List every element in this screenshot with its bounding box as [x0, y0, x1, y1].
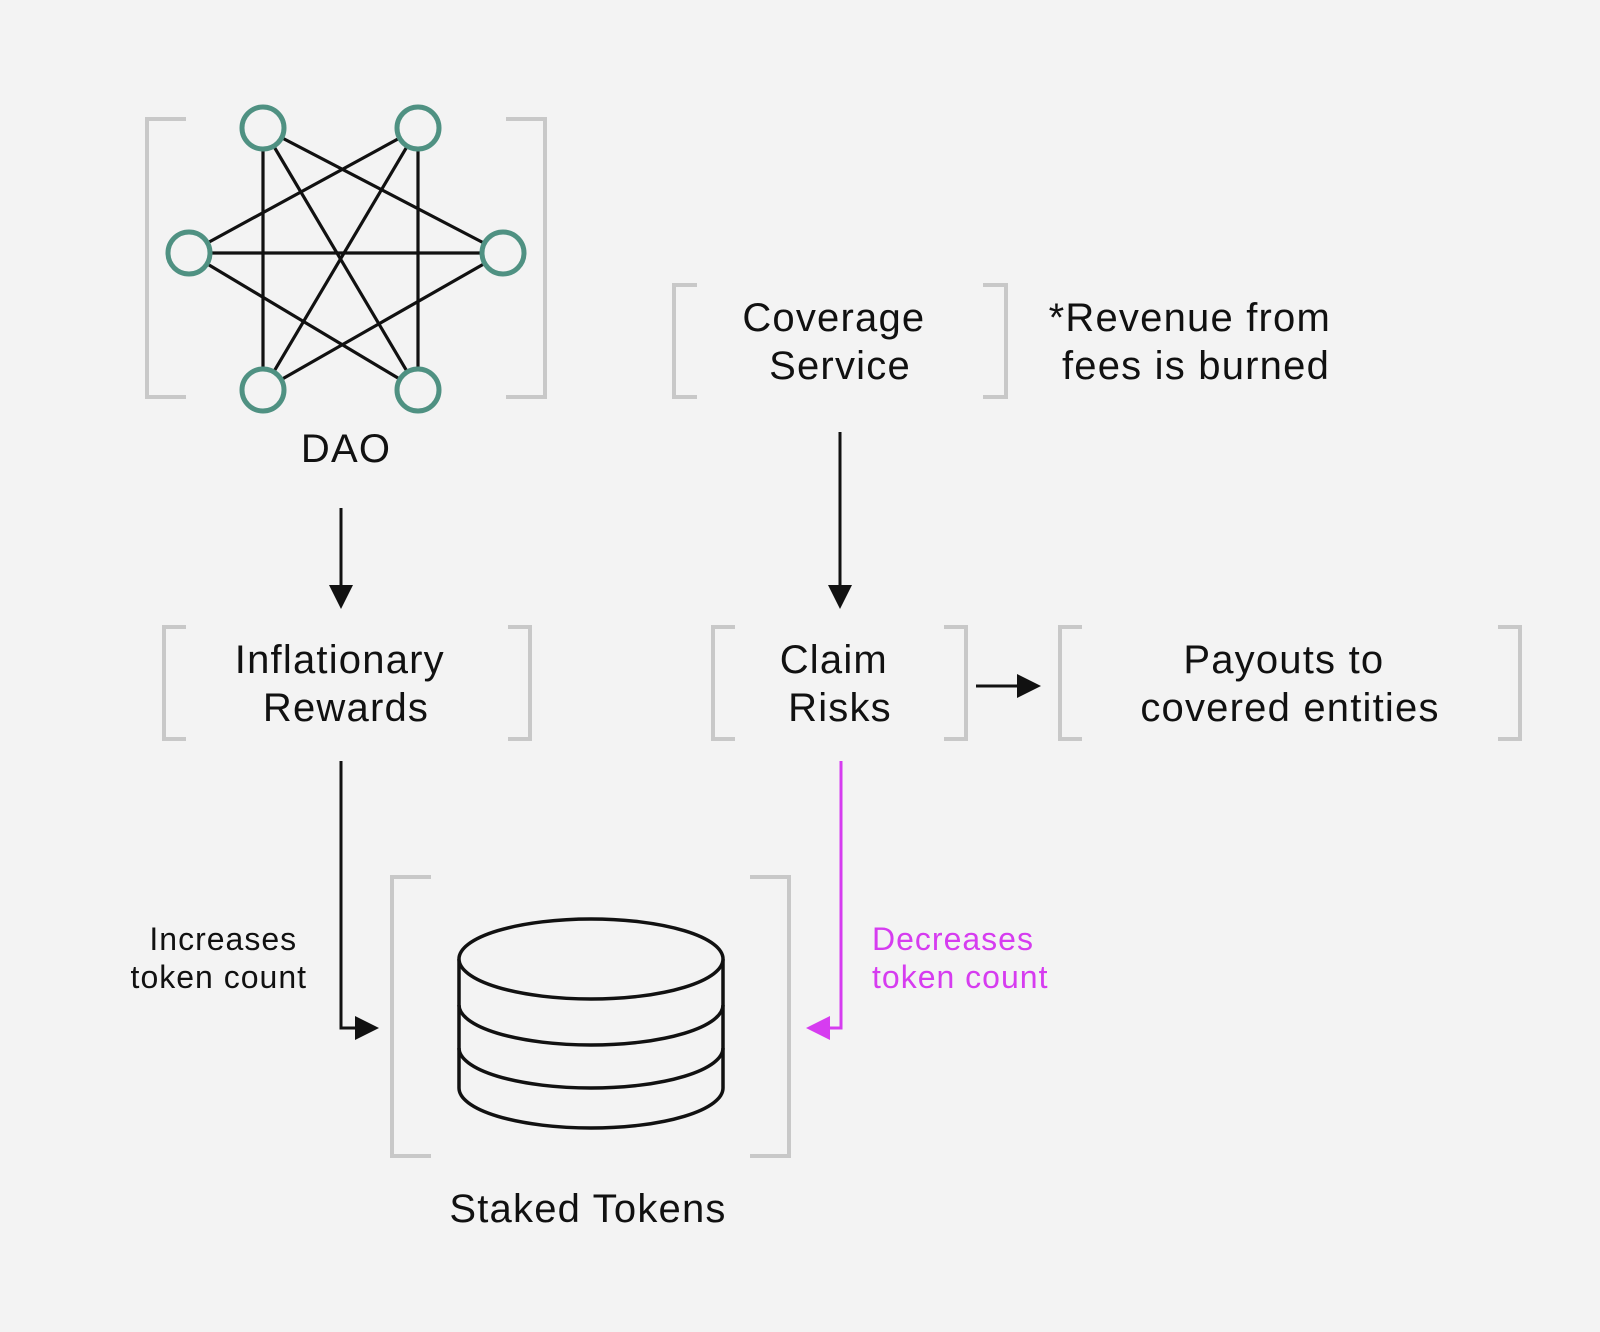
decreases-line-1: Decreases — [872, 921, 1034, 957]
staked-tokens-label: Staked Tokens — [449, 1187, 726, 1231]
coverage-bracket-right — [983, 283, 1008, 399]
dao-bracket-right — [506, 117, 547, 399]
dao-node — [165, 229, 213, 277]
payouts-label: Payouts to covered entities — [1140, 638, 1439, 730]
increases-line-1: Increases — [149, 921, 297, 957]
database-band-lower — [457, 1047, 725, 1090]
coverage-service-label: Coverage Service — [742, 296, 937, 388]
dao-node — [394, 104, 442, 152]
claim-bracket-left — [711, 625, 735, 741]
flow-arrows — [329, 432, 1041, 1040]
dao-node — [394, 366, 442, 414]
revenue-note-line-1: *Revenue from — [1049, 296, 1331, 340]
rewards-to-tokens-arrow — [339, 761, 379, 1040]
coverage-service-line-2: Service — [769, 344, 911, 388]
dao-node — [479, 229, 527, 277]
dao-group: DAO — [145, 104, 547, 471]
increases-line-2: token count — [131, 959, 307, 995]
decreases-line-2: token count — [872, 959, 1048, 995]
claim-risks-line-2: Risks — [788, 686, 892, 730]
claim-risks-line-1: Claim — [780, 638, 888, 682]
network-graph-edges — [188, 126, 504, 392]
coverage-service-line-1: Coverage — [742, 296, 925, 340]
payouts-box: Payouts to covered entities — [1058, 625, 1522, 741]
dao-label: DAO — [301, 427, 391, 471]
revenue-note: *Revenue from fees is burned — [1049, 296, 1344, 388]
payouts-line-1: Payouts to — [1183, 638, 1384, 682]
coverage-bracket-left — [672, 283, 697, 399]
claim-risks-label: Claim Risks — [780, 638, 901, 730]
dao-node — [239, 366, 287, 414]
inflationary-rewards-label: Inflationary Rewards — [235, 638, 457, 730]
database-band-upper — [457, 1004, 725, 1047]
rewards-line-1: Inflationary — [235, 638, 445, 682]
claim-to-tokens-arrow — [806, 761, 843, 1040]
tokens-bracket-left — [390, 875, 431, 1158]
network-graph-icon — [165, 104, 527, 414]
rewards-bracket-right — [508, 625, 532, 741]
tokens-bracket-right — [750, 875, 791, 1158]
coverage-service-box: Coverage Service — [672, 283, 1008, 399]
decreases-note: Decreases token count — [872, 921, 1048, 995]
payouts-bracket-left — [1058, 625, 1082, 741]
database-stack-icon — [457, 917, 725, 1130]
inflationary-rewards-box: Inflationary Rewards — [162, 625, 532, 741]
payouts-line-2: covered entities — [1140, 686, 1439, 730]
dao-bracket-left — [145, 117, 186, 399]
rewards-line-2: Rewards — [263, 686, 429, 730]
staked-tokens-group: Staked Tokens — [390, 875, 791, 1231]
dao-node — [239, 104, 287, 152]
claim-bracket-right — [944, 625, 968, 741]
rewards-bracket-left — [162, 625, 186, 741]
claim-risks-box: Claim Risks — [711, 625, 968, 741]
increases-note: Increases token count — [131, 921, 307, 995]
database-top — [457, 917, 725, 1001]
payouts-bracket-right — [1498, 625, 1522, 741]
revenue-note-line-2: fees is burned — [1062, 344, 1330, 388]
